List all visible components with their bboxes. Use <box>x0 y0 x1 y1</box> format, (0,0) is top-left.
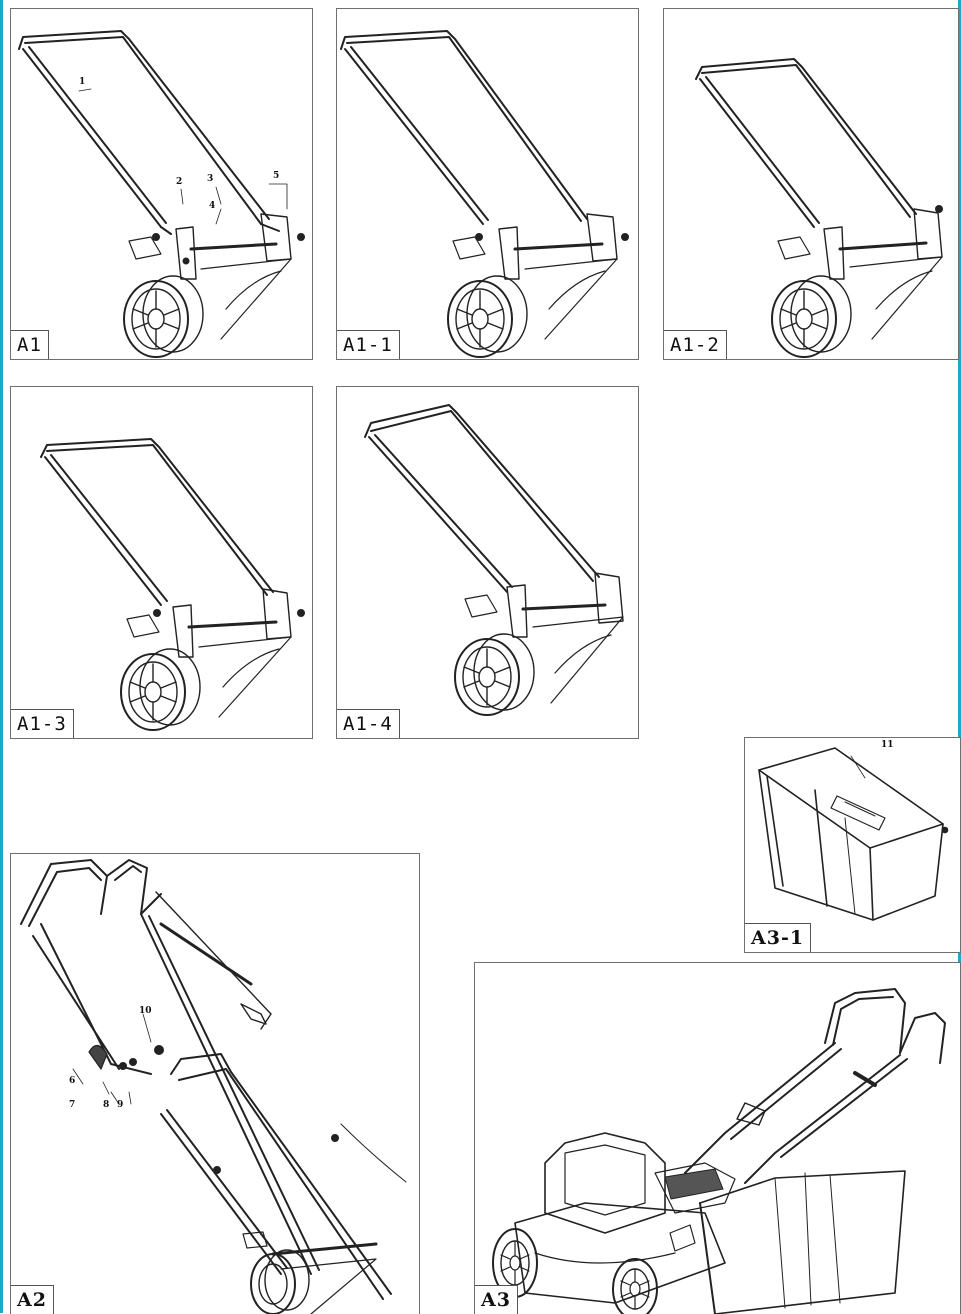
callout-9: 9 <box>117 1100 124 1110</box>
callout-3: 3 <box>207 174 214 184</box>
exploded-handle-drawing <box>20 859 407 1314</box>
panel-a1-2: A1-2 <box>663 8 959 360</box>
callout-4: 4 <box>209 201 216 211</box>
mower-handle-drawing <box>40 438 305 731</box>
panel-a1-4: A1-4 <box>336 386 639 739</box>
mower-handle-drawing <box>18 30 305 358</box>
grass-bag-drawing <box>758 747 949 921</box>
mower-handle-drawing <box>695 58 943 358</box>
mower-handle-drawing <box>364 404 624 716</box>
panel-label-a3-1: A3-1 <box>745 923 812 952</box>
panel-label-a1-3: A1-3 <box>11 709 74 738</box>
callout-7: 7 <box>69 1100 76 1110</box>
callout-2: 2 <box>176 177 183 187</box>
panel-a1-3: A1-3 <box>10 386 313 739</box>
panel-label-a2: A2 <box>11 1285 54 1314</box>
panel-a2: 6 7 8 9 10 A2 <box>10 853 420 1314</box>
callout-11: 11 <box>881 740 894 750</box>
callout-10: 10 <box>139 1006 152 1016</box>
right-edge-strip <box>958 0 961 1313</box>
panel-a3-1: 11 A3-1 <box>744 737 961 953</box>
callout-1: 1 <box>79 77 86 87</box>
callout-6: 6 <box>69 1076 76 1086</box>
assembled-mower-drawing <box>492 988 946 1314</box>
panel-label-a1-4: A1-4 <box>337 709 400 738</box>
panel-a3: A3 <box>474 962 961 1314</box>
panel-label-a1-2: A1-2 <box>664 330 727 359</box>
callout-8: 8 <box>103 1100 110 1110</box>
left-edge-strip <box>0 0 3 1313</box>
mower-handle-drawing <box>340 30 629 358</box>
panel-label-a1: A1 <box>11 330 49 359</box>
panel-a1: 1 2 3 4 5 A1 <box>10 8 313 360</box>
panel-a1-1: A1-1 <box>336 8 639 360</box>
panel-label-a1-1: A1-1 <box>337 330 400 359</box>
panel-label-a3: A3 <box>475 1285 518 1314</box>
callout-5: 5 <box>273 171 280 181</box>
